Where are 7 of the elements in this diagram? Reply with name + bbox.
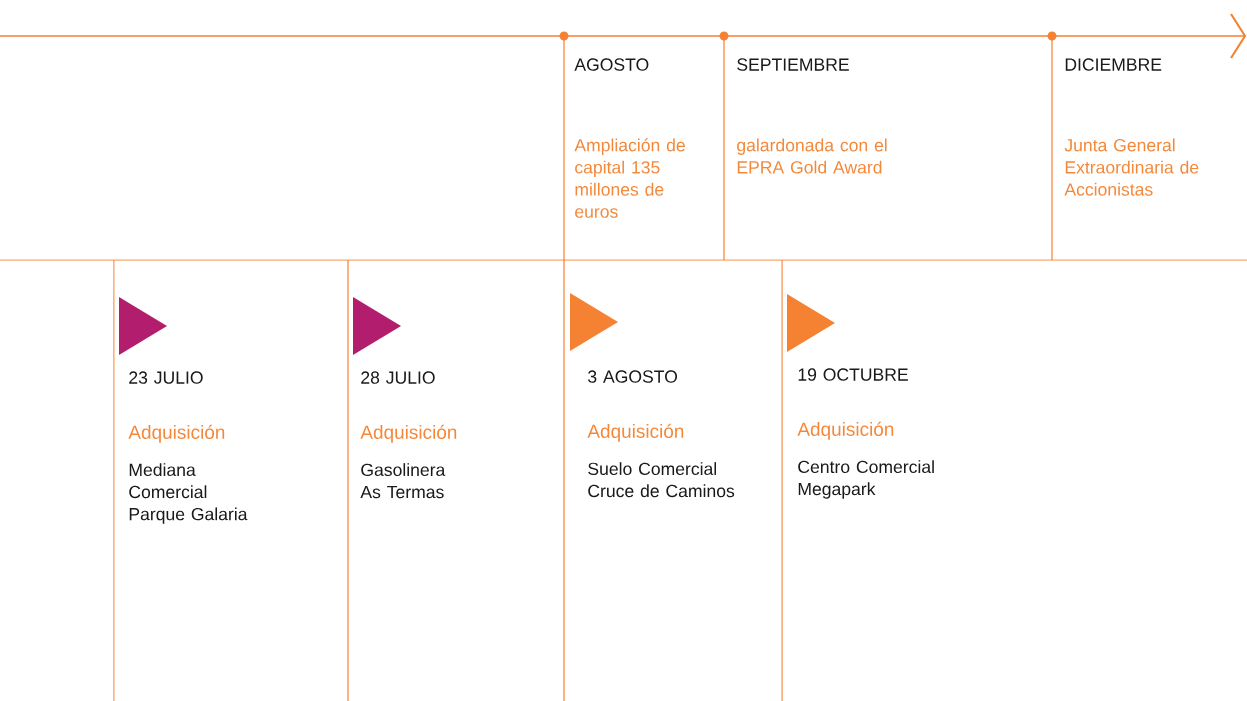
timeline-event: 28 JULIO Adquisición Gasolinera As Termas (360, 371, 457, 499)
timeline-event: 3 AGOSTO Adquisición Suelo Comercial Cruce de Caminos (587, 370, 735, 498)
timeline-event: AGOSTO Ampliación de capital 135 millones de euros (574, 58, 685, 218)
timeline-event: SEPTIEMBRE galardonada con el EPRA Gold Award (737, 58, 887, 174)
timeline-event: 23 JULIO Adquisición Mediana Comercial Parque Galaria (128, 371, 248, 524)
timeline-event: DICIEMBRE Junta General Extraordinaria de Accionistas (1064, 58, 1199, 196)
timeline-event: 19 OCTUBRE Adquisición Centro Comercial Megapark (797, 368, 934, 499)
